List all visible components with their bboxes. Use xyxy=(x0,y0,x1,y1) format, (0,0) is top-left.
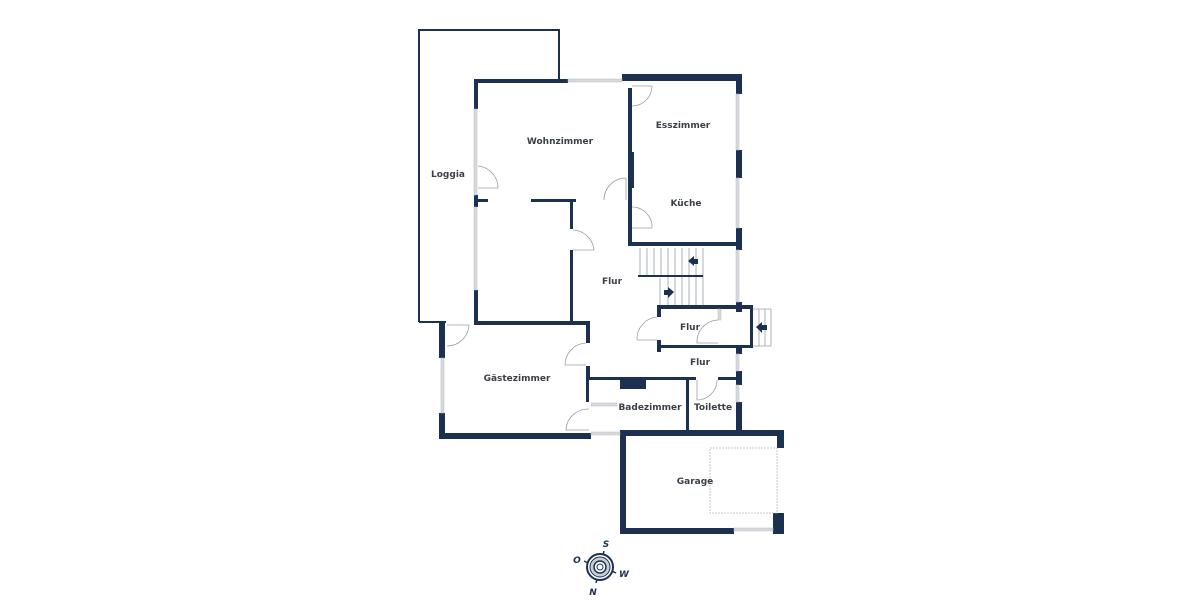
room-label-loggia: Loggia xyxy=(431,170,465,180)
compass-o: O xyxy=(573,556,581,566)
compass-n: N xyxy=(589,588,597,598)
compass-icon: S O W N xyxy=(573,540,630,598)
stair-arrow-down-icon xyxy=(664,287,674,298)
windows xyxy=(440,78,774,532)
room-label-flur-main: Flur xyxy=(602,277,623,287)
doors xyxy=(446,85,778,514)
room-label-gaestezimmer: Gästezimmer xyxy=(484,374,551,384)
room-label-wohnzimmer: Wohnzimmer xyxy=(527,137,594,147)
room-labels: Loggia Wohnzimmer Esszimmer Küche Flur F… xyxy=(431,121,732,487)
room-label-esszimmer: Esszimmer xyxy=(656,121,711,131)
room-label-badezimmer: Badezimmer xyxy=(618,403,682,413)
walls xyxy=(439,74,784,534)
room-label-garage: Garage xyxy=(677,477,714,487)
compass-s: S xyxy=(603,540,609,550)
compass-w: W xyxy=(619,570,630,580)
entry-arrow-icon xyxy=(756,322,767,333)
room-label-flur-entry: Flur xyxy=(680,323,701,333)
stairs xyxy=(638,248,772,347)
room-label-toilette: Toilette xyxy=(694,403,732,413)
room-label-kueche: Küche xyxy=(670,199,701,209)
room-label-flur-lower: Flur xyxy=(690,358,711,368)
stair-arrow-up-icon xyxy=(688,256,698,266)
